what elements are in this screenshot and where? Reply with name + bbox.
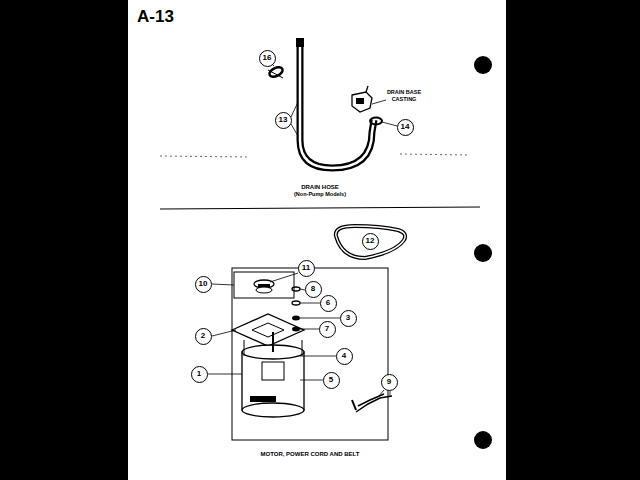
part-label: DRAIN BASE — [386, 90, 422, 96]
callout-circle: 4 — [336, 348, 353, 365]
callout-number: 16 — [263, 54, 272, 62]
part-label: CASTING — [391, 97, 418, 103]
callout-number: 2 — [201, 332, 205, 340]
callout-number: 13 — [279, 116, 288, 124]
callout-circle: 13 — [275, 112, 292, 129]
callout-circle: 12 — [362, 233, 379, 250]
callout-number: 1 — [197, 370, 201, 378]
callout-number: 9 — [387, 378, 391, 386]
callout-circle: 9 — [381, 374, 398, 391]
part-label: MOTOR, POWER CORD AND BELT — [260, 451, 361, 457]
callout-number: 7 — [325, 325, 329, 333]
callout-number: 14 — [401, 123, 410, 131]
callout-number: 6 — [326, 299, 330, 307]
callout-number: 11 — [302, 264, 310, 272]
part-label: (Non-Pump Models) — [293, 192, 347, 198]
callout-number: 12 — [366, 237, 375, 245]
callout-circle: 11 — [298, 260, 315, 277]
callout-number: 5 — [329, 376, 333, 384]
callout-circle: 16 — [259, 50, 276, 67]
part-label: DRAIN HOSE — [300, 184, 340, 190]
callout-circle: 1 — [191, 366, 208, 383]
callout-number: 8 — [311, 285, 315, 293]
callout-circle: 3 — [340, 310, 357, 327]
callout-circle: 10 — [195, 276, 212, 293]
callout-circle: 6 — [320, 295, 337, 312]
callout-number: 4 — [342, 352, 346, 360]
callout-number: 10 — [199, 280, 208, 288]
callout-circle: 2 — [195, 328, 212, 345]
callout-number: 3 — [346, 314, 350, 322]
callout-circle: 8 — [305, 281, 322, 298]
page-title: A-13 — [137, 8, 174, 25]
callout-circle: 5 — [323, 372, 340, 389]
callout-circle: 7 — [319, 321, 336, 338]
callout-circle: 14 — [397, 119, 414, 136]
